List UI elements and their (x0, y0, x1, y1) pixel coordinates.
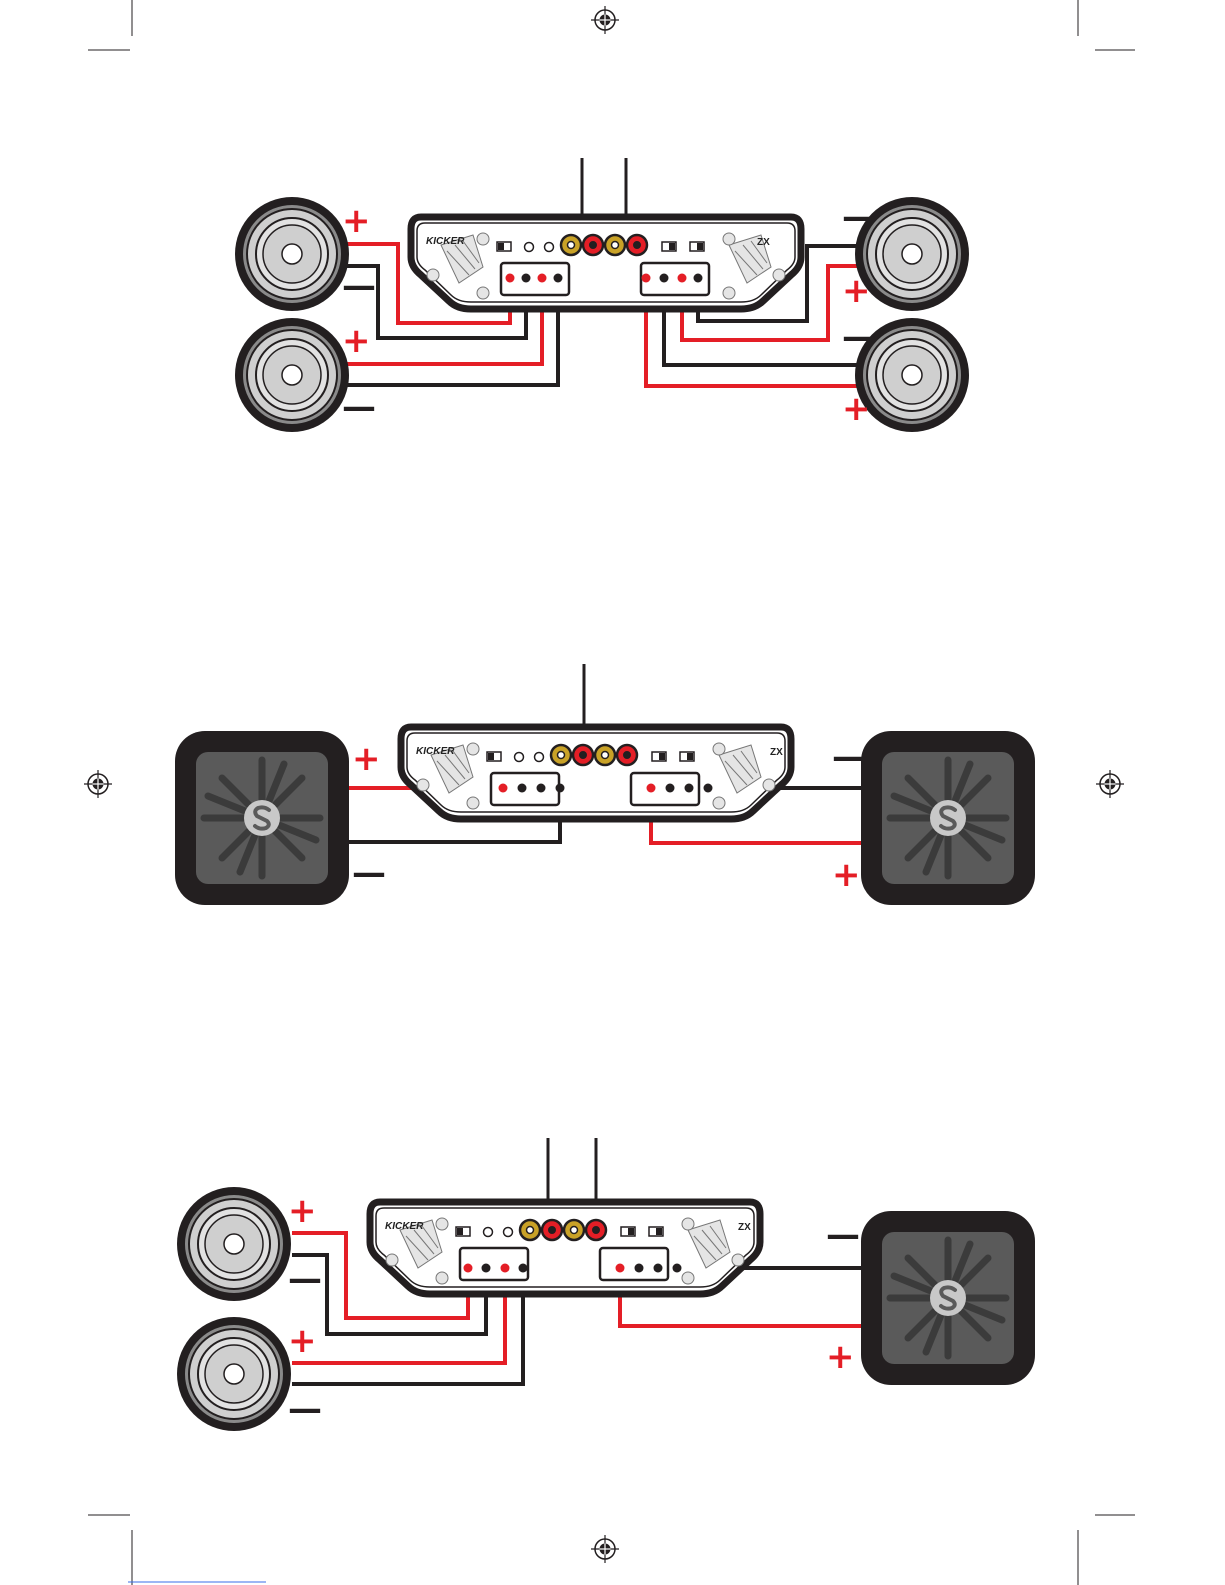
registration-mark-icon (591, 6, 619, 34)
positive-label: + (832, 855, 861, 895)
positive-label: + (342, 201, 371, 241)
positive-label: + (342, 321, 371, 361)
positive-label: + (288, 1191, 317, 1231)
negative-label: — (842, 317, 876, 357)
amplifier (370, 1202, 760, 1294)
amp-brand-label: KICKER (426, 236, 465, 247)
positive-label: + (352, 739, 381, 779)
negative-label: — (288, 1389, 322, 1429)
square-subwoofer (861, 731, 1035, 905)
amplifier (401, 727, 791, 819)
amp-model-label: ZX (738, 1222, 751, 1233)
amp-model-label: ZX (757, 237, 770, 248)
registration-mark-icon (1096, 770, 1124, 798)
diagram-bridged-subwoofers: KICKER ZX + — — + (175, 664, 1035, 905)
diagram-three-channel: KICKER ZX + — + — — + (177, 1138, 1035, 1431)
negative-label: — (832, 737, 866, 777)
negative-label: — (826, 1215, 860, 1255)
diagram-four-channel: KICKER ZX + — + — — + — + (235, 158, 969, 432)
coaxial-speaker (177, 1317, 291, 1431)
positive-label: + (842, 389, 871, 429)
negative-label: — (342, 387, 376, 427)
coaxial-speaker (235, 318, 349, 432)
negative-label: — (842, 197, 876, 237)
registration-mark-icon (84, 770, 112, 798)
positive-label: + (842, 271, 871, 311)
negative-label: — (352, 853, 386, 893)
negative-label: — (288, 1259, 322, 1299)
coaxial-speaker (235, 197, 349, 311)
square-subwoofer (175, 731, 349, 905)
positive-label: + (826, 1337, 855, 1377)
square-subwoofer (861, 1211, 1035, 1385)
amp-model-label: ZX (770, 747, 783, 758)
amplifier (411, 217, 801, 309)
coaxial-speaker (177, 1187, 291, 1301)
positive-label: + (288, 1321, 317, 1361)
amp-brand-label: KICKER (416, 746, 455, 757)
negative-label: — (342, 266, 376, 306)
amp-brand-label: KICKER (385, 1221, 424, 1232)
registration-mark-icon (591, 1535, 619, 1563)
